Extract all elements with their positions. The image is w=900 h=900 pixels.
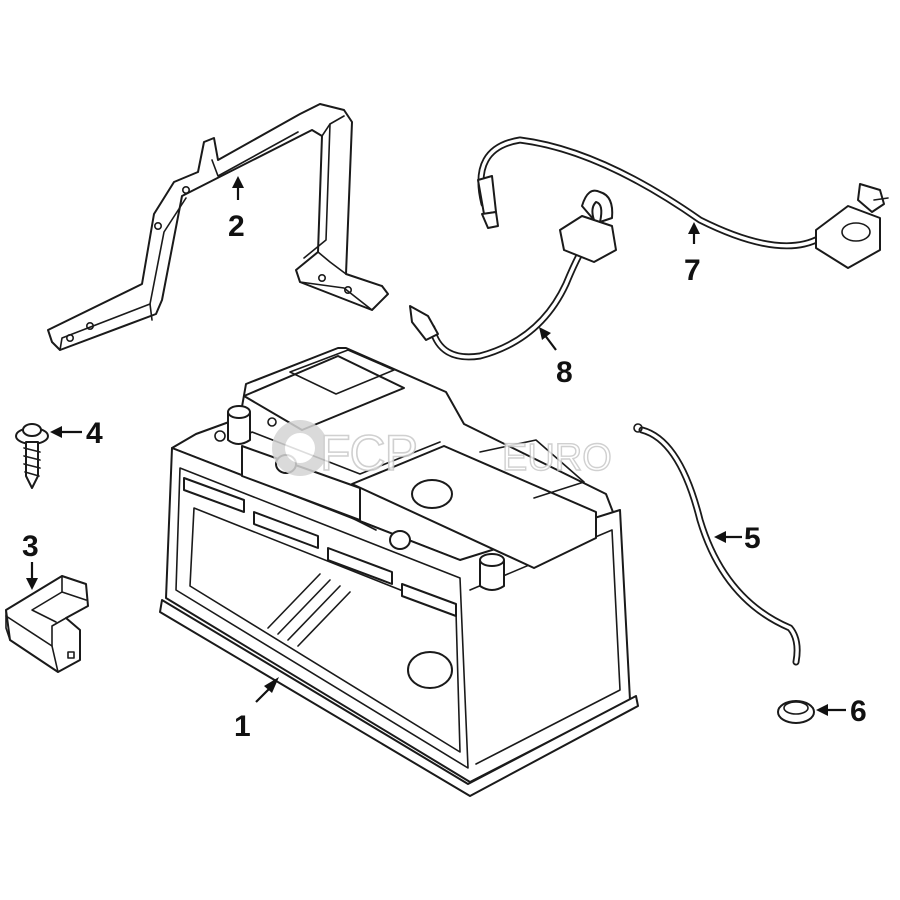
positive-cable[interactable] <box>477 136 889 269</box>
callout-4[interactable]: 4 <box>50 417 103 450</box>
battery[interactable] <box>159 347 639 797</box>
callout-number: 8 <box>556 356 573 389</box>
callout-number: 1 <box>234 710 251 743</box>
terminal-cover[interactable] <box>5 575 89 673</box>
negative-cable[interactable] <box>409 189 617 361</box>
callout-number: 4 <box>86 417 103 450</box>
fcp-euro-watermark: FCP EURO <box>272 420 612 482</box>
callout-number: 7 <box>684 254 701 287</box>
callout-3[interactable]: 3 <box>22 530 39 590</box>
vent-plug[interactable] <box>777 700 815 724</box>
watermark-brand-sub: EURO <box>502 437 612 479</box>
callout-2[interactable]: 2 <box>228 176 245 243</box>
callout-number: 5 <box>744 522 761 555</box>
callout-1[interactable]: 1 <box>234 677 279 743</box>
callout-8[interactable]: 8 <box>539 327 573 389</box>
callout-number: 6 <box>850 695 867 728</box>
callout-6[interactable]: 6 <box>816 695 867 728</box>
callout-7[interactable]: 7 <box>684 222 701 287</box>
vent-hose[interactable] <box>633 423 801 666</box>
watermark-brand-main: FCP <box>320 425 417 481</box>
callout-number: 3 <box>22 530 39 563</box>
callout-number: 2 <box>228 210 245 243</box>
callout-5[interactable]: 5 <box>714 522 761 555</box>
bracket-screw[interactable] <box>15 423 49 489</box>
battery-bracket[interactable] <box>47 103 389 351</box>
